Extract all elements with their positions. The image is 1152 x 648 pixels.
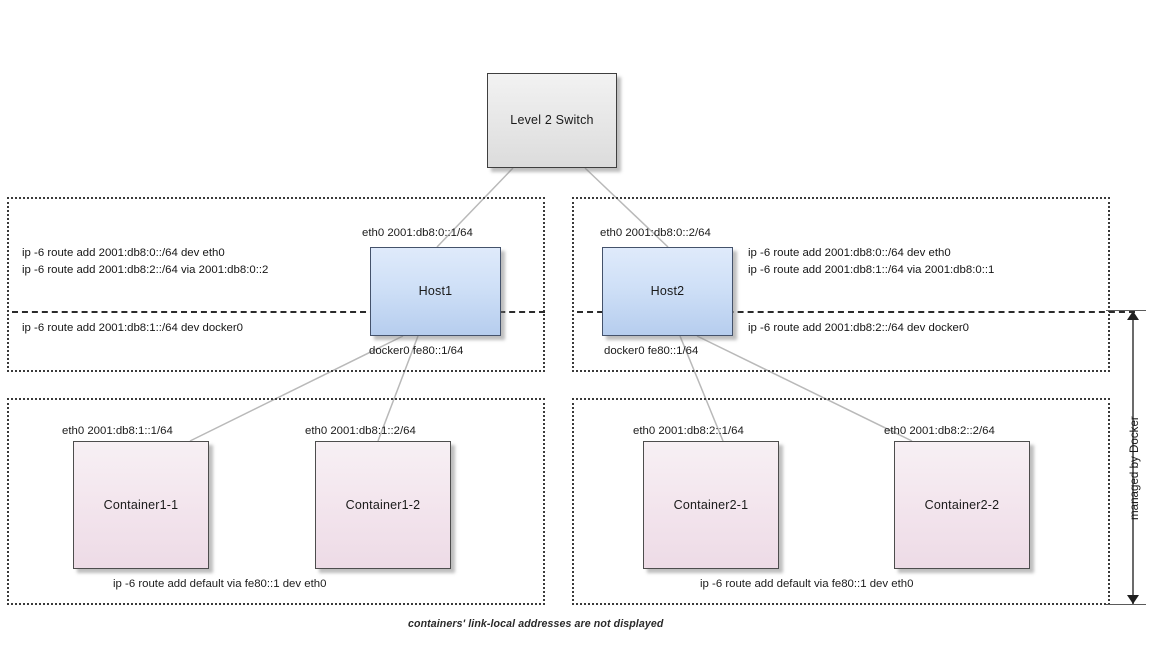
container-group-1-frame: [7, 398, 545, 605]
host1-route-above-2: ip -6 route add 2001:db8:2::/64 via 2001…: [22, 264, 269, 277]
host1-node[interactable]: Host1: [370, 247, 501, 336]
host1-routes-below: ip -6 route add 2001:db8:1::/64 dev dock…: [22, 320, 243, 337]
switch-node[interactable]: Level 2 Switch: [487, 73, 617, 168]
container2-1-eth0-label: eth0 2001:db8:2::1/64: [633, 425, 744, 437]
host2-group-frame: [572, 197, 1110, 372]
host2-routes-above: ip -6 route add 2001:db8:0::/64 dev eth0…: [748, 245, 994, 279]
host2-node[interactable]: Host2: [602, 247, 733, 336]
measure-arrow-up: [1127, 311, 1139, 320]
container1-1-node[interactable]: Container1-1: [73, 441, 209, 569]
host2-eth0-label: eth0 2001:db8:0::2/64: [600, 227, 711, 239]
host1-route-above-1: ip -6 route add 2001:db8:0::/64 dev eth0: [22, 247, 225, 259]
host2-docker0-label: docker0 fe80::1/64: [604, 345, 699, 357]
container2-2-eth0-label: eth0 2001:db8:2::2/64: [884, 425, 995, 437]
container-group-2-frame: [572, 398, 1110, 605]
measure-tick-bottom: [1106, 604, 1146, 605]
host2-routes-below: ip -6 route add 2001:db8:2::/64 dev dock…: [748, 320, 969, 337]
host1-route-below-1: ip -6 route add 2001:db8:1::/64 dev dock…: [22, 322, 244, 334]
host1-label: Host1: [418, 284, 453, 298]
managed-by-docker-label: managed by Docker: [1128, 416, 1141, 520]
host2-label: Host2: [650, 284, 685, 298]
container1-2-eth0-label: eth0 2001:db8:1::2/64: [305, 425, 416, 437]
measure-arrow-down: [1127, 595, 1139, 604]
container1-1-label: Container1-1: [103, 497, 179, 512]
container1-2-label: Container1-2: [345, 497, 421, 512]
kernel-boundary-line-left: [12, 311, 545, 313]
host1-routes-above: ip -6 route add 2001:db8:0::/64 dev eth0…: [22, 245, 268, 279]
container1-1-eth0-label: eth0 2001:db8:1::1/64: [62, 425, 173, 437]
host1-group-frame: [7, 197, 545, 372]
container2-2-label: Container2-2: [924, 497, 1000, 512]
switch-label: Level 2 Switch: [510, 113, 594, 127]
diagram-caption: containers' link-local addresses are not…: [408, 618, 664, 630]
host2-route-above-2: ip -6 route add 2001:db8:1::/64 via 2001…: [748, 264, 995, 277]
container2-2-node[interactable]: Container2-2: [894, 441, 1030, 569]
container1-2-node[interactable]: Container1-2: [315, 441, 451, 569]
host1-eth0-label: eth0 2001:db8:0::1/64: [362, 227, 473, 239]
container2-1-label: Container2-1: [673, 497, 749, 512]
container2-1-node[interactable]: Container2-1: [643, 441, 779, 569]
host2-route-above-1: ip -6 route add 2001:db8:0::/64 dev eth0: [748, 247, 951, 259]
host1-docker0-label: docker0 fe80::1/64: [369, 345, 464, 357]
container-group-1-route: ip -6 route add default via fe80::1 dev …: [113, 578, 327, 590]
kernel-boundary-line-right: [577, 311, 1135, 313]
host2-route-below-1: ip -6 route add 2001:db8:2::/64 dev dock…: [748, 322, 970, 334]
measure-line: [1132, 312, 1134, 604]
container-group-2-route: ip -6 route add default via fe80::1 dev …: [700, 578, 914, 590]
measure-tick-top: [1106, 310, 1146, 311]
